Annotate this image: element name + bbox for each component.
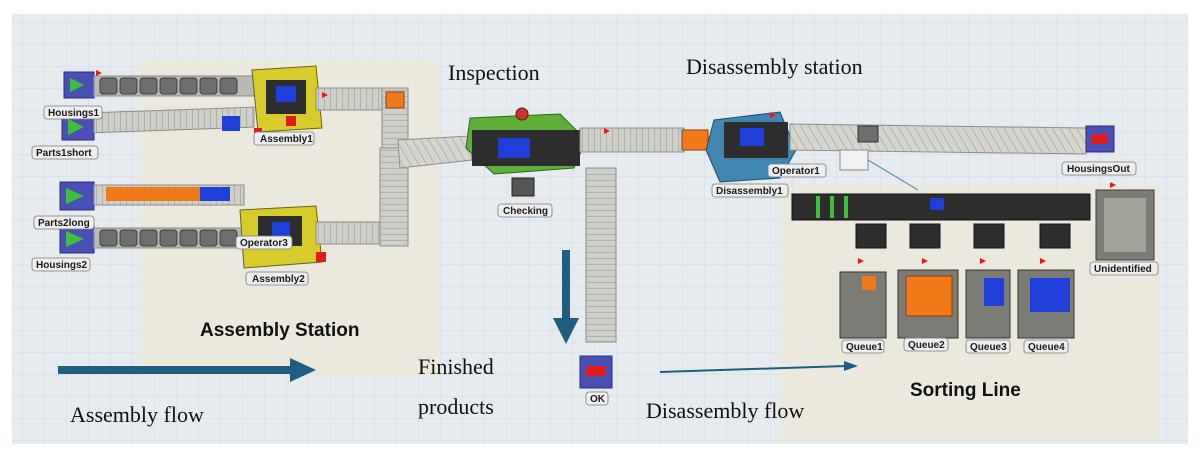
assembly1-out-conveyor xyxy=(315,87,389,111)
svg-text:Operator1: Operator1 xyxy=(772,166,820,177)
tag-housings2: Housings2 xyxy=(31,257,91,272)
tag-queue4: Queue4 xyxy=(1023,339,1069,354)
tag-operator3: Operator3 xyxy=(235,235,293,250)
caption-disassembly-flow: Disassembly flow xyxy=(646,398,804,423)
svg-text:Assembly2: Assembly2 xyxy=(252,274,305,285)
ok-sink[interactable] xyxy=(579,355,613,389)
caption-sorting-line: Sorting Line xyxy=(910,380,1021,401)
caption-inspection: Inspection xyxy=(448,60,540,85)
svg-text:Assembly1: Assembly1 xyxy=(260,134,313,145)
tag-ok: OK xyxy=(585,391,609,406)
product-blue xyxy=(222,116,240,131)
red-flags xyxy=(96,70,1116,264)
caption-assembly-station: Assembly Station xyxy=(200,320,359,341)
caption-finished-line1: Finished xyxy=(418,354,494,379)
svg-text:HousingsOut: HousingsOut xyxy=(1067,164,1130,175)
caption-assembly-flow: Assembly flow xyxy=(70,402,204,427)
svg-text:Unidentified: Unidentified xyxy=(1094,264,1152,275)
disassembly-flow-arrow xyxy=(659,361,858,373)
housing-item xyxy=(857,125,879,143)
parts1short-conveyor xyxy=(93,106,255,134)
housings2-queue-items xyxy=(99,229,238,247)
svg-text:Disassembly1: Disassembly1 xyxy=(716,186,783,197)
finished-products-arrow xyxy=(553,250,579,344)
housings1-source[interactable] xyxy=(63,71,95,99)
svg-text:Queue4: Queue4 xyxy=(1028,342,1065,353)
product-orange-long xyxy=(106,187,200,201)
tag-operator1: Operator1 xyxy=(767,163,827,178)
svg-text:Parts1short: Parts1short xyxy=(36,148,92,159)
assembly1-station[interactable] xyxy=(251,65,323,136)
svg-text:OK: OK xyxy=(590,394,606,405)
unidentified-queue[interactable] xyxy=(1095,189,1155,261)
product-orange-inspection xyxy=(681,129,709,151)
tag-disassembly1: Disassembly1 xyxy=(711,183,789,198)
sorting-diverters xyxy=(855,223,1071,249)
tag-queue2: Queue2 xyxy=(903,337,949,352)
housings2-source[interactable] xyxy=(59,224,95,254)
product-blue-sorting xyxy=(930,198,944,210)
checking-station[interactable] xyxy=(465,107,587,197)
housings1-queue-items xyxy=(99,77,238,95)
svg-text:Housings2: Housings2 xyxy=(36,260,88,271)
svg-text:Checking: Checking xyxy=(503,206,548,217)
svg-text:Queue2: Queue2 xyxy=(908,340,945,351)
sorting-belt-markers xyxy=(816,196,848,218)
svg-text:Parts2long: Parts2long xyxy=(38,218,90,229)
operator1-link xyxy=(867,159,919,191)
queue-boxes[interactable] xyxy=(839,269,1075,339)
tag-housings1: Housings1 xyxy=(43,105,103,120)
svg-text:Operator3: Operator3 xyxy=(240,238,288,249)
tag-queue3: Queue3 xyxy=(965,339,1011,354)
tag-housingsout: HousingsOut xyxy=(1061,161,1137,176)
assembly2-out-conveyor xyxy=(315,221,383,245)
product-orange xyxy=(385,91,405,109)
tag-parts1short: Parts1short xyxy=(31,145,99,160)
tag-unidentified: Unidentified xyxy=(1089,261,1159,276)
housingsout-sink[interactable] xyxy=(1085,125,1115,153)
svg-text:Housings1: Housings1 xyxy=(48,108,100,119)
inspection-out-conveyor xyxy=(579,127,685,153)
svg-text:Queue3: Queue3 xyxy=(970,342,1007,353)
operator1-box xyxy=(839,149,869,171)
parts2long-source[interactable] xyxy=(59,181,95,211)
ok-conveyor xyxy=(585,167,617,343)
assembly-flow-arrow xyxy=(58,358,316,382)
tag-assembly1: Assembly1 xyxy=(253,131,315,146)
tag-assembly2: Assembly2 xyxy=(245,271,309,286)
caption-finished-line2: products xyxy=(418,394,494,419)
tag-parts2long: Parts2long xyxy=(33,215,95,230)
tag-queue1: Queue1 xyxy=(841,339,885,354)
housingsout-conveyor xyxy=(789,123,1087,155)
product-blue-long xyxy=(200,187,230,201)
svg-text:Queue1: Queue1 xyxy=(846,342,883,353)
tag-checking: Checking xyxy=(497,203,553,218)
caption-disassembly-station: Disassembly station xyxy=(686,54,863,79)
